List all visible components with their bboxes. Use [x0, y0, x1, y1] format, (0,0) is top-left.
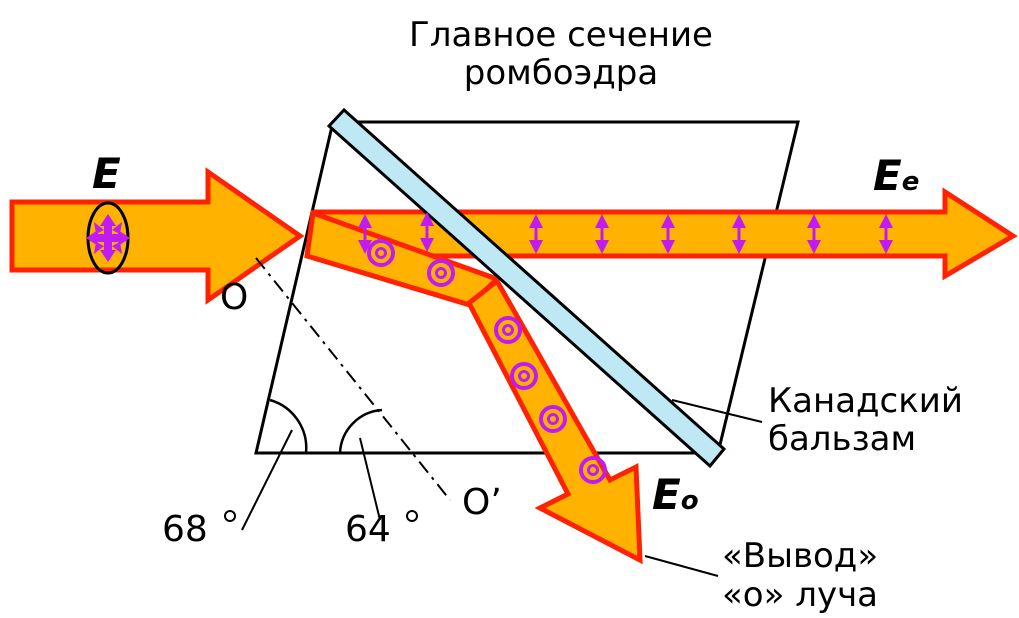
degree-symbol-68	[224, 510, 236, 522]
output-label-line-1: «Вывод»	[722, 536, 878, 576]
angle-64-value: 64	[345, 509, 391, 550]
label-Ee-main: E	[873, 151, 902, 200]
angle-label-68: 68	[162, 509, 208, 550]
polarization-double-arrow	[732, 214, 746, 254]
polarization-double-arrow	[661, 214, 675, 254]
angle-arc-right	[338, 408, 383, 454]
leader-line-balsam	[671, 399, 763, 423]
polarization-circle-dot	[427, 259, 455, 287]
label-Ee: Ee	[873, 151, 919, 200]
polarization-double-arrow	[879, 214, 893, 254]
canada-balsam-layer	[326, 107, 727, 469]
balsam-label-line-1: Канадский	[768, 381, 963, 421]
o-ray-polarization-marks	[367, 239, 607, 484]
polarization-circle-dot	[579, 456, 607, 484]
polarization-circle-dot	[494, 316, 522, 344]
label-O: O	[220, 277, 248, 318]
title-line-1: Главное сечение	[409, 15, 713, 55]
angle-arc-left	[269, 398, 308, 454]
label-O-prime: O’	[462, 482, 502, 523]
balsam-label-line-2: бальзам	[768, 419, 916, 459]
polarization-circle-dot	[510, 362, 538, 390]
label-E: E	[92, 149, 121, 198]
label-Eo-sub: o	[681, 486, 699, 516]
polarization-double-arrow	[807, 214, 821, 254]
title-line-2: ромбоэдра	[464, 53, 658, 93]
leader-line-output	[644, 555, 719, 577]
e-ray-polarization-marks	[358, 212, 893, 254]
polarization-double-arrow	[529, 214, 543, 254]
leader-line-68	[241, 429, 293, 531]
unpolarized-light-symbol	[86, 214, 130, 262]
angle-68-value: 68	[162, 509, 208, 550]
ordinary-beam-output-arrow	[465, 277, 643, 565]
output-label-line-2: «о» луча	[722, 575, 878, 615]
incident-beam-arrow	[9, 167, 305, 305]
label-Eo: Eo	[652, 470, 699, 519]
polarization-circle-dot	[539, 405, 567, 433]
polarization-circle-dot	[367, 239, 395, 267]
polarization-double-arrow	[420, 212, 434, 252]
angle-label-64: 64	[345, 509, 391, 550]
label-Ee-sub: e	[902, 167, 920, 197]
degree-symbol-64	[406, 510, 418, 522]
polarization-double-arrow	[595, 214, 609, 254]
leader-line-64	[359, 437, 381, 521]
polarization-double-arrow	[358, 214, 372, 254]
label-Eo-main: E	[652, 470, 681, 519]
optical-axis-line	[255, 257, 451, 501]
